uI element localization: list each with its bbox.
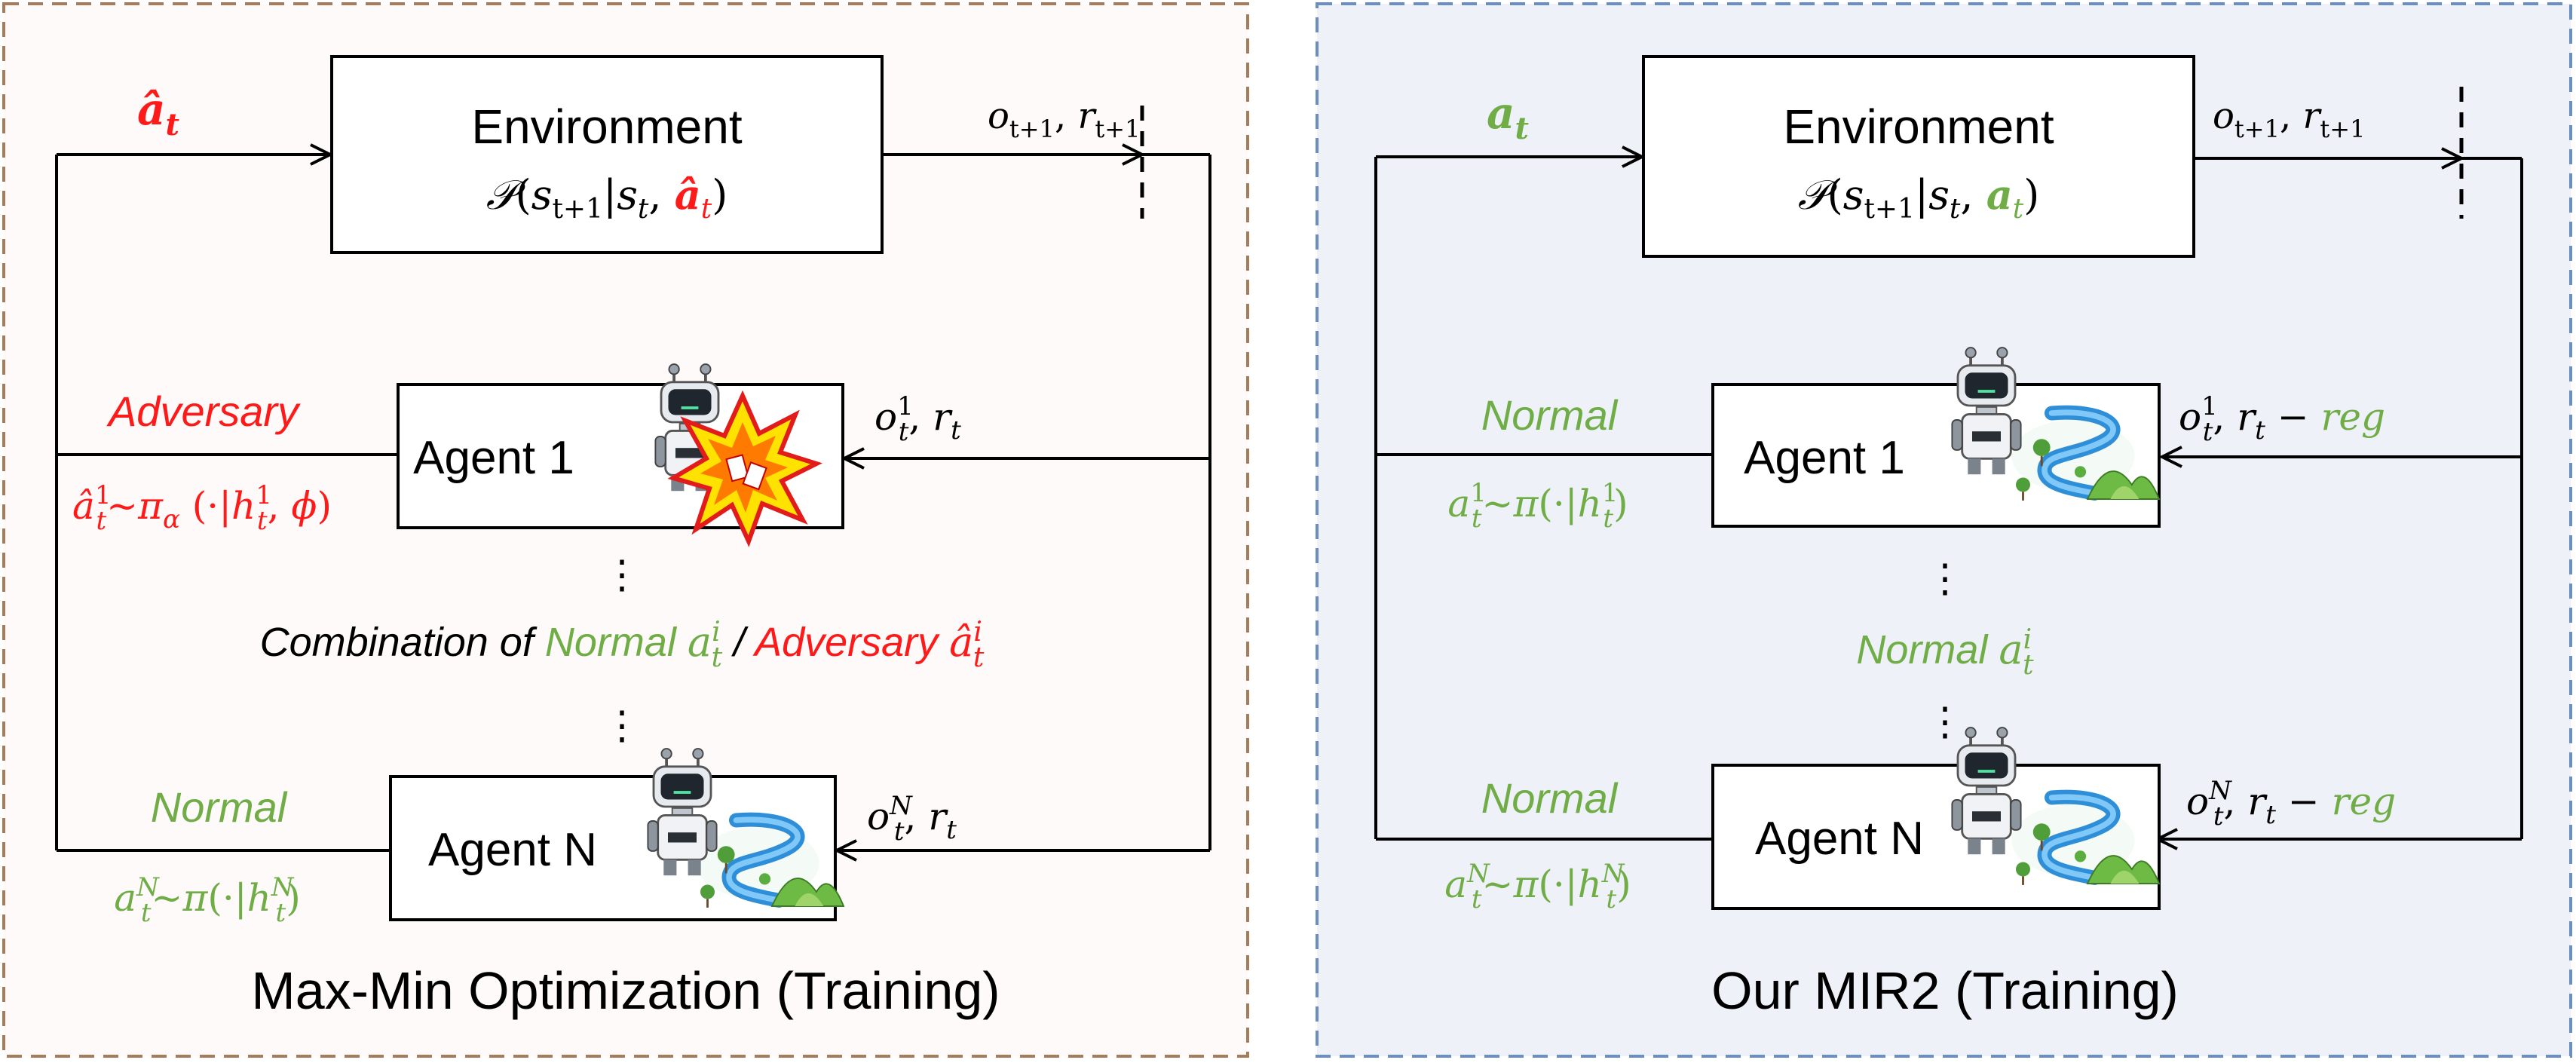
right-agent1-label: Agent 1 [1744,432,1905,484]
left-agent1-explosion-icon [667,390,822,547]
left-agentN-role: Normal [151,783,288,831]
right-ellipsis-top: ⋮ [1925,556,1965,602]
right-feedback-label: ot+1, rt+1 [2213,95,2365,143]
right-ellipsis-bottom: ⋮ [1925,700,1965,745]
right-environment-transition: 𝒫(st+1|st, at) [1798,170,2040,225]
left-ellipsis-top: ⋮ [602,553,642,598]
left-environment-box [330,55,884,254]
left-environment-transition: 𝒫(st+1|st, ât) [486,170,728,225]
left-agent1-role: Adversary [106,388,301,435]
right-agentN-label: Agent N [1755,813,1924,865]
left-agent1-label: Agent 1 [413,432,574,484]
right-agentN-role: Normal [1481,774,1619,822]
left-action-label: ât [137,84,180,142]
right-environment-box [1642,55,2195,258]
left-caption: Max-Min Optimization (Training) [251,961,1000,1020]
right-environment-title: Environment [1783,100,2054,154]
right-caption: Our MIR2 (Training) [1711,961,2179,1020]
left-ellipsis-bottom: ⋮ [602,703,642,749]
right-panel: Environment 𝒫(st+1|st, at) at ot+1, rt+1… [1316,2,2572,1058]
right-agent1-role: Normal [1481,391,1619,439]
left-feedback-label: ot+1, rt+1 [988,95,1140,143]
left-environment-title: Environment [471,100,743,154]
left-panel: Environment 𝒫(st+1|st, ât) ât ot+1, rt+1… [2,2,1249,1058]
left-agentN-label: Agent N [428,824,597,876]
